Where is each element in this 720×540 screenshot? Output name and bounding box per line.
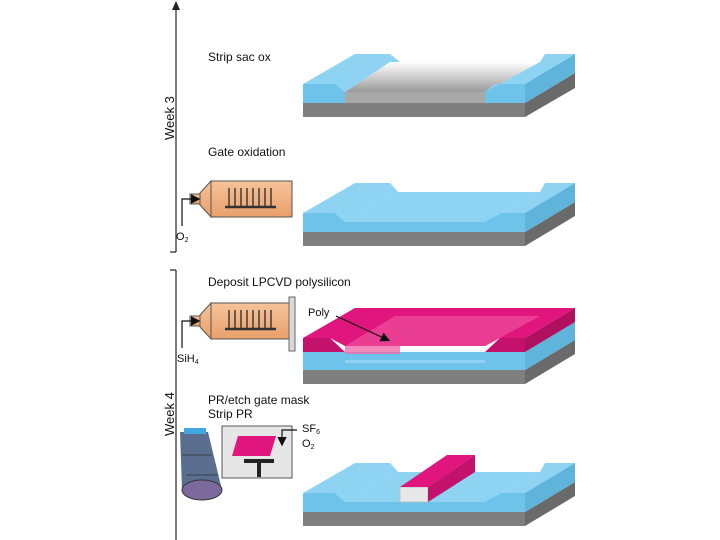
wafer-boat: [225, 310, 276, 331]
week4-label: Week 4: [162, 392, 177, 436]
timeline-arrow-icon: [172, 1, 180, 10]
gas-inlet-arrow: [181, 316, 201, 348]
poly-front: [303, 338, 525, 352]
poly-gate-top: [400, 455, 475, 487]
wafer-strip-sac-ox: [303, 54, 575, 117]
gas-sih4-label: SiH4: [177, 353, 199, 366]
substrate-side: [525, 340, 575, 384]
etch-gas-arrow: [277, 429, 297, 447]
substrate-front: [303, 370, 525, 384]
oxide-right-front: [485, 213, 525, 232]
gate-oxide-line: [345, 360, 485, 363]
substrate-front: [303, 512, 525, 526]
oxide-left-front: [303, 213, 345, 232]
trench-front: [345, 92, 485, 103]
substrate-front: [303, 232, 525, 246]
wafer-deposit-poly: [303, 308, 575, 384]
lamp-cap: [184, 428, 206, 434]
lamp-body: [180, 432, 222, 490]
gate-oxide-front: [345, 502, 485, 512]
poly-hatch: [345, 346, 400, 354]
gas-sf6-label: SF6: [302, 423, 320, 436]
oxide-right-side: [525, 183, 575, 232]
furnace-tube: [210, 302, 293, 340]
step-deposit-poly: Deposit LPCVD polysilicon: [208, 275, 351, 289]
oxide-right-side: [525, 54, 575, 103]
oxide-left-top: [303, 183, 398, 222]
step-gate-oxidation: Gate oxidation: [208, 145, 285, 159]
substrate-side: [525, 202, 575, 246]
chamber-stem: [257, 463, 261, 477]
gate-oxide-front: [345, 222, 485, 232]
poly-callout: Poly: [308, 307, 391, 342]
step-pr-etch: PR/etch gate mask: [208, 393, 310, 407]
oxide-side: [525, 322, 575, 370]
oxide-right-front: [485, 493, 525, 512]
oxide-left-front: [303, 84, 345, 103]
oxide-right-top: [485, 463, 575, 502]
chamber-chuck: [244, 459, 274, 463]
poly-gate-side: [428, 455, 475, 502]
substrate-side: [525, 73, 575, 117]
litho-lamp: [180, 428, 223, 501]
timeline: Week 3 Week 4: [162, 1, 180, 540]
oxide-left-front: [303, 493, 345, 512]
gas-o2-label: O2: [176, 231, 189, 244]
oxide-left-top: [303, 54, 400, 92]
poly-callout-arrow: [335, 315, 391, 342]
oxide-left-top: [303, 463, 398, 502]
oxide-right-side: [525, 463, 575, 512]
lamp-lens: [181, 479, 223, 501]
step-strip-sac-ox: Strip sac ox: [208, 50, 271, 64]
gate-oxide-top: [345, 192, 540, 222]
gas-inlet-arrow: [181, 194, 201, 226]
trench-surface: [345, 62, 540, 92]
oxide-right-top: [485, 54, 575, 92]
furnace-taper: [199, 179, 212, 219]
step-strip-pr: Strip PR: [208, 407, 253, 421]
wafer-gate-oxidation: [303, 183, 575, 246]
chamber-wafer: [232, 436, 276, 456]
furnace-oxidation: O2: [176, 179, 293, 244]
poly-side: [525, 308, 575, 352]
wafer-boat: [225, 188, 276, 209]
furnace-lpcvd: SiH4: [177, 296, 296, 366]
substrate-side: [525, 482, 575, 526]
substrate-front: [303, 103, 525, 117]
furnace-tube: [210, 180, 293, 218]
etch-chamber: SF6 O2: [221, 423, 320, 479]
furnace-door: [288, 296, 296, 352]
week3-label: Week 3: [162, 96, 177, 140]
oxide-right-top: [485, 183, 575, 222]
furnace-taper: [199, 301, 212, 341]
oxide-right-front: [485, 84, 525, 103]
wafer-gate-pattern: [303, 455, 575, 526]
poly-label: Poly: [308, 307, 330, 319]
poly-gate-front: [399, 486, 429, 503]
poly-trench: [345, 316, 540, 346]
gas-o2b-label: O2: [302, 438, 315, 451]
